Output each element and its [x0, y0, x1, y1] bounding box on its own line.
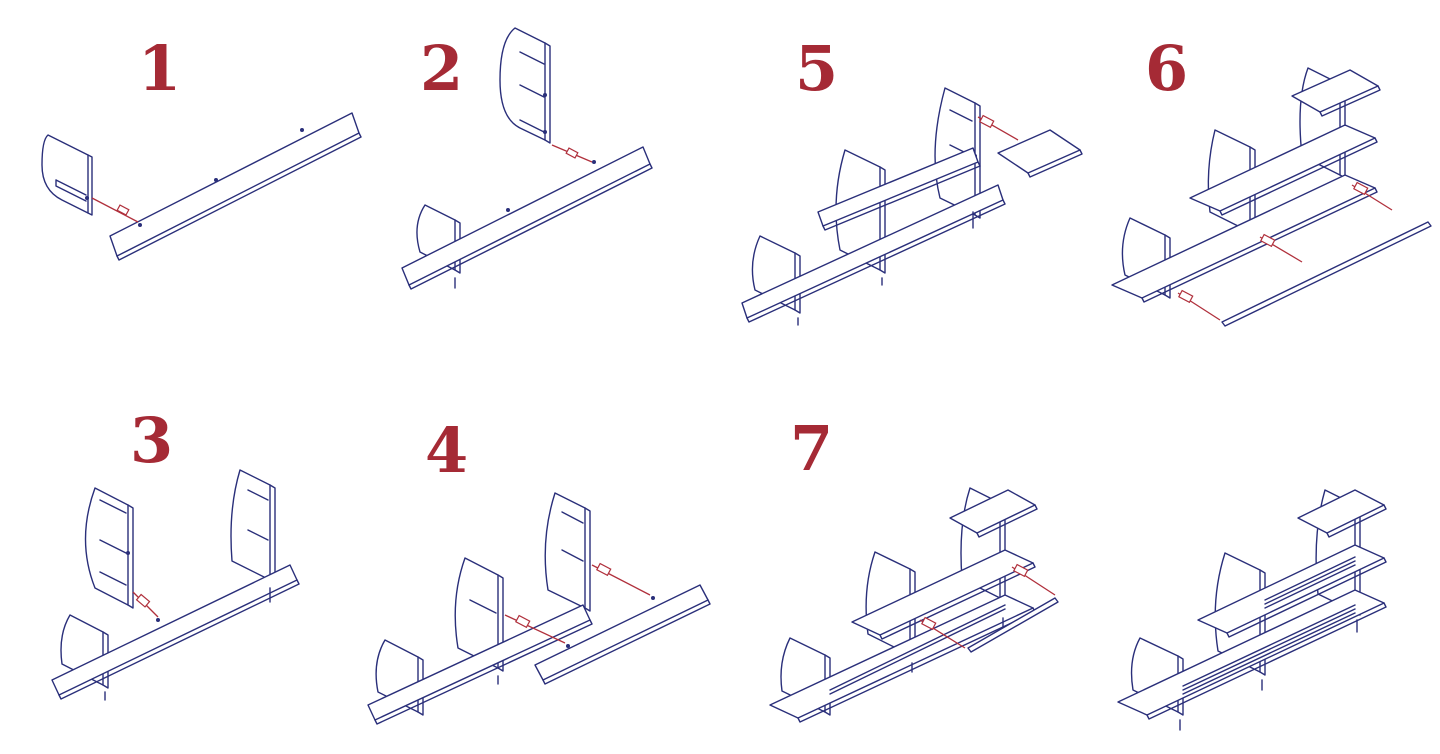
step-4-drawing: [367, 492, 711, 725]
step-number-2: 2: [420, 32, 464, 105]
step-number-4: 4: [425, 414, 469, 487]
step-3-drawing: [51, 469, 300, 701]
step-7-drawing: [769, 487, 1059, 723]
final-assembly-drawing: [1117, 489, 1387, 731]
step-number-5: 5: [795, 32, 839, 105]
step-number-6: 6: [1145, 32, 1189, 105]
step-number-3: 3: [130, 404, 174, 477]
step-number-7: 7: [790, 412, 834, 485]
step-2-drawing: [401, 27, 653, 290]
step-1-drawing: [41, 112, 362, 261]
step-5-drawing: [741, 87, 1083, 326]
step-6-drawing: [1111, 67, 1432, 327]
step-number-1: 1: [138, 32, 182, 105]
